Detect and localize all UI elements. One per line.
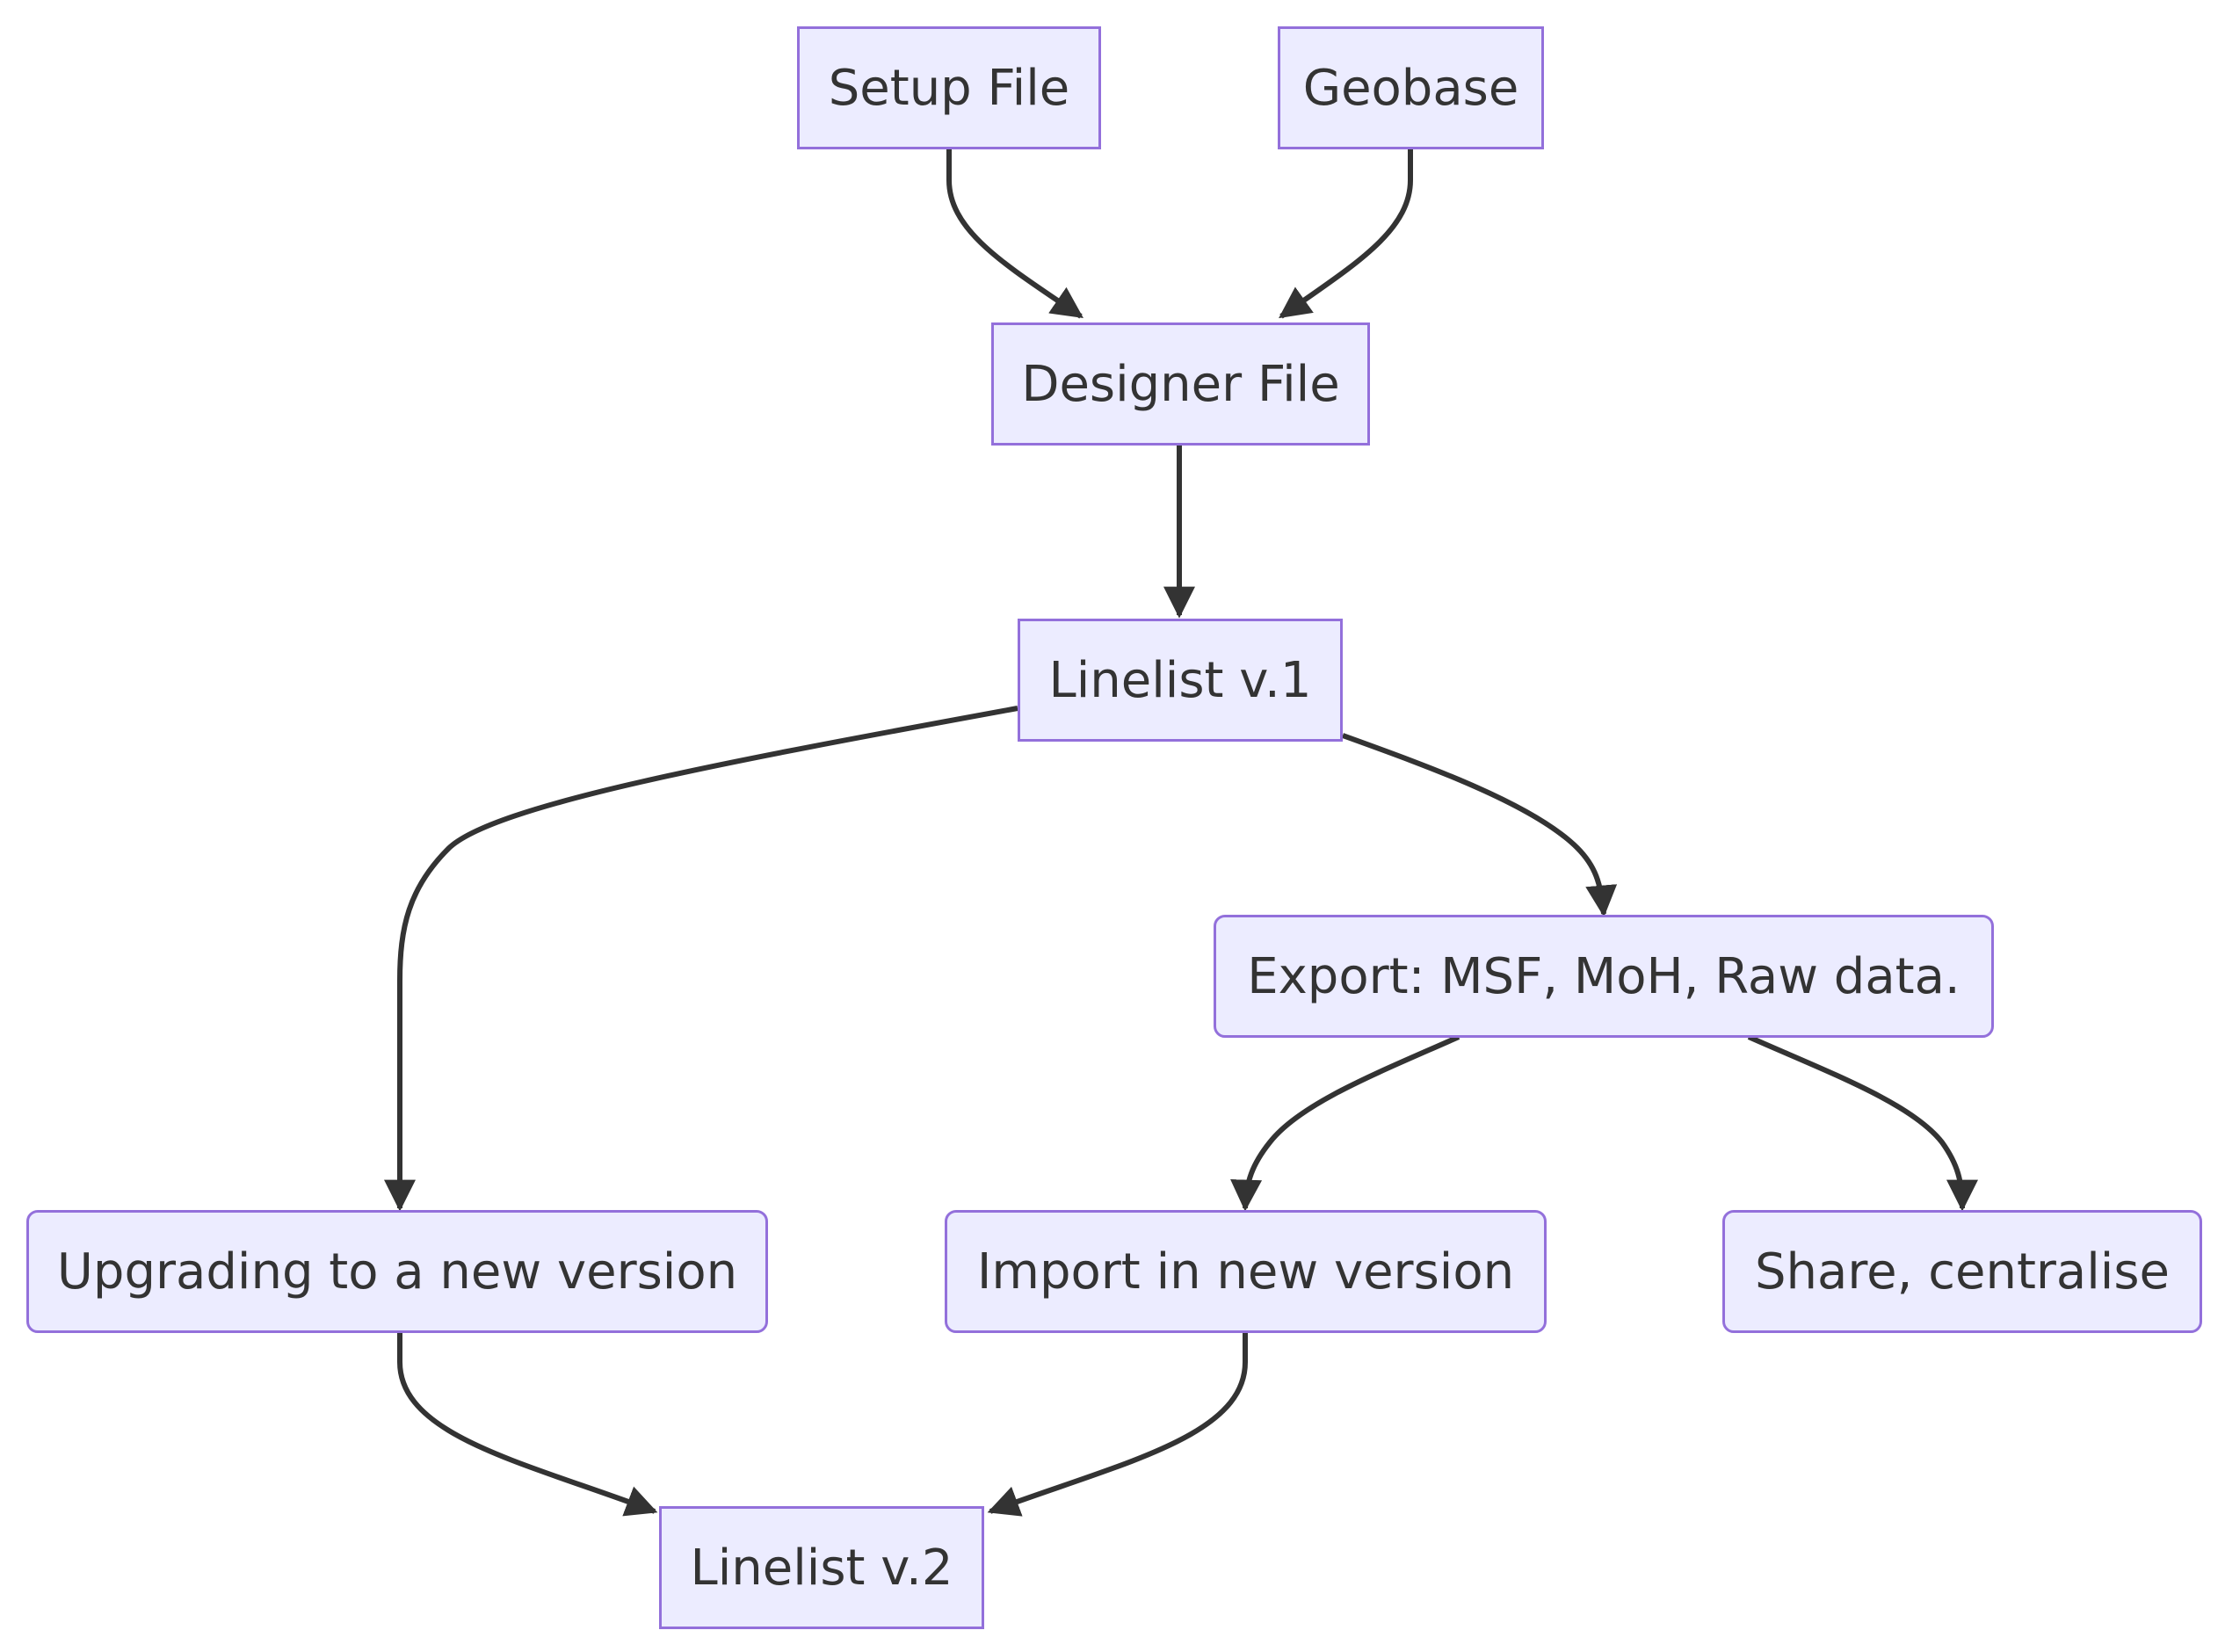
node-geobase: Geobase xyxy=(1278,26,1544,149)
node-import-new-version: Import in new version xyxy=(945,1210,1547,1333)
edge-export-to-share xyxy=(1747,1034,1978,1212)
edge-import-to-linelist-v2 xyxy=(987,1330,1248,1517)
edge-upgrading-to-linelist-v2 xyxy=(397,1330,658,1517)
node-export: Export: MSF, MoH, Raw data. xyxy=(1214,915,1994,1038)
edge-linelist-v1-to-upgrading xyxy=(384,706,1018,1212)
edge-geobase-to-designer xyxy=(1279,149,1413,319)
node-designer-file: Designer File xyxy=(991,322,1370,446)
edge-setup-to-designer xyxy=(946,149,1084,319)
edge-export-to-import xyxy=(1230,1034,1460,1212)
node-upgrading: Upgrading to a new version xyxy=(26,1210,768,1333)
node-linelist-v2: Linelist v.2 xyxy=(659,1506,984,1629)
edge-linelist-v1-to-export xyxy=(1341,733,1618,917)
node-setup-file: Setup File xyxy=(797,26,1101,149)
node-share-centralise: Share, centralise xyxy=(1722,1210,2202,1333)
node-linelist-v1: Linelist v.1 xyxy=(1018,619,1343,742)
